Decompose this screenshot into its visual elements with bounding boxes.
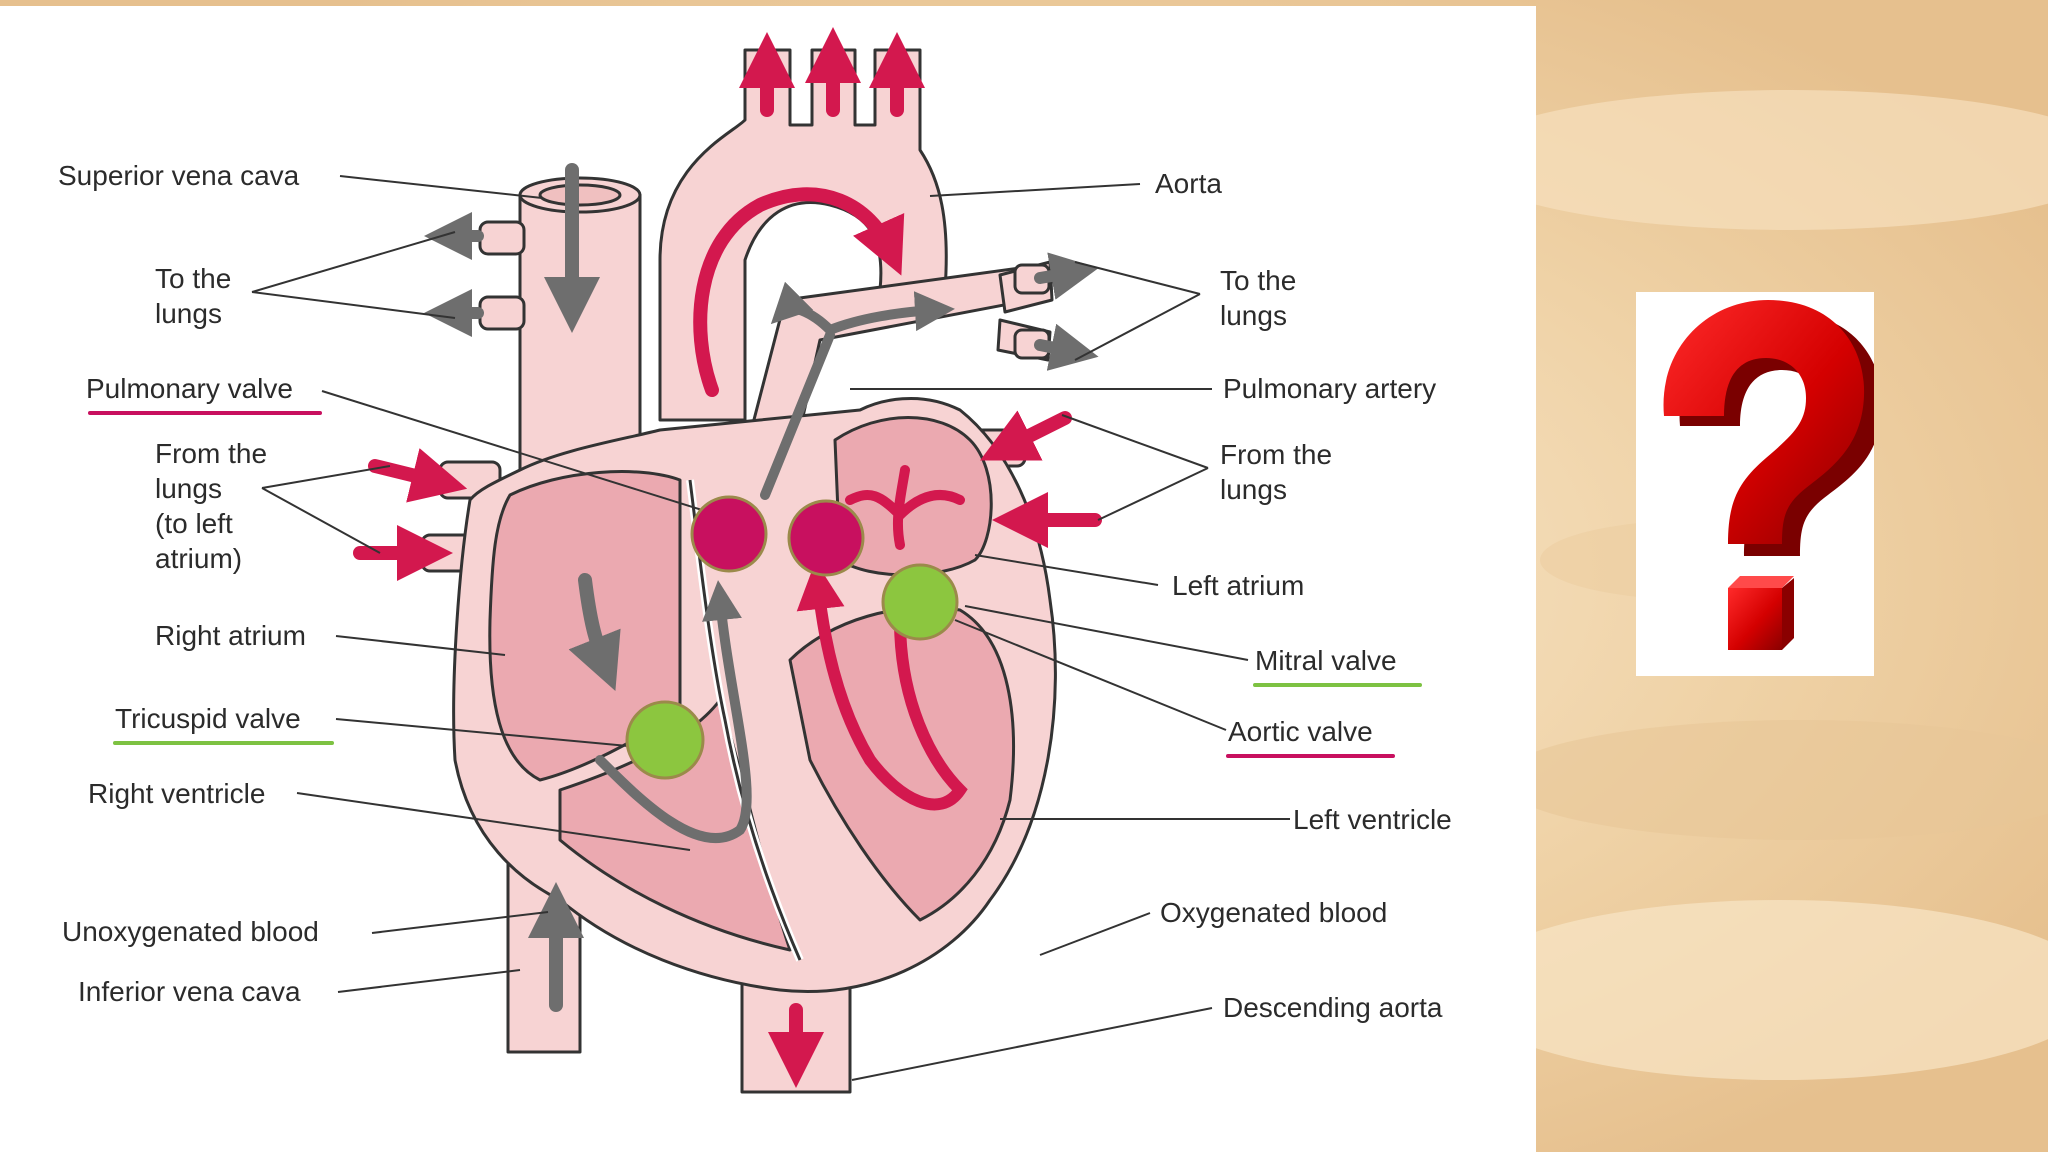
red-flow-arrow — [796, 561, 968, 811]
tricuspid-valve-marker — [625, 700, 705, 780]
label-mitral-valve: Mitral valve — [1255, 645, 1397, 676]
pulmonary-stub — [478, 220, 526, 256]
question-mark-card — [1636, 292, 1883, 676]
red-flow-arrow — [845, 490, 965, 523]
gray-flow-arrow — [1034, 252, 1099, 300]
label-unoxygenated-blood: Unoxygenated blood — [62, 916, 319, 947]
label-aortic-valve: Aortic valve — [1228, 716, 1373, 747]
label-underlines — [88, 411, 1422, 758]
label-pulmonary-valve: Pulmonary valve — [86, 373, 293, 404]
leader-lines — [251, 175, 1290, 1081]
mitral-valve-marker — [881, 563, 959, 641]
question-mark-icon — [1663, 300, 1883, 650]
pulmonary-stub — [478, 295, 526, 331]
labels: Superior vena cava To the lungs Pulmonar… — [58, 160, 1452, 1023]
label-pulmonary-artery: Pulmonary artery — [1223, 373, 1436, 404]
red-flow-arrow — [693, 187, 905, 397]
aortic-valve-marker — [787, 499, 865, 577]
label-oxygenated-blood: Oxygenated blood — [1160, 897, 1387, 928]
gray-flow-arrow — [595, 580, 752, 843]
label-to-the-lungs-left-line2: lungs — [155, 298, 222, 329]
valve-markers — [625, 495, 959, 780]
label-aorta: Aorta — [1155, 168, 1222, 199]
aortic-arch — [658, 83, 948, 422]
label-left-ventricle: Left ventricle — [1293, 804, 1452, 835]
right-atrium-chamber — [488, 470, 682, 782]
flow-arrows — [353, 27, 1102, 1088]
label-from-the-lungs-left-line3: (to left — [155, 508, 233, 539]
gray-flow-arrow — [568, 573, 621, 691]
gray-flow-arrow — [825, 291, 955, 335]
red-flow-arrow — [979, 410, 1072, 461]
label-from-the-lungs-left-line2: lungs — [155, 473, 222, 504]
label-to-the-lungs-left-line1: To the — [155, 263, 231, 294]
label-tricuspid-valve: Tricuspid valve — [115, 703, 301, 734]
gray-flow-arrow — [770, 281, 835, 335]
label-right-atrium: Right atrium — [155, 620, 306, 651]
heart-diagram: Superior vena cava To the lungs Pulmonar… — [58, 27, 1452, 1094]
label-to-the-lungs-right-line1: To the — [1220, 265, 1296, 296]
diagram-panel: Superior vena cava To the lungs Pulmonar… — [0, 6, 1536, 1152]
label-to-the-lungs-right-line2: lungs — [1220, 300, 1287, 331]
gray-flow-arrow — [760, 330, 835, 500]
label-inferior-vena-cava: Inferior vena cava — [78, 976, 301, 1007]
pulmonary-valve-marker — [690, 495, 768, 573]
label-right-ventricle: Right ventricle — [88, 778, 265, 809]
gray-flow-arrow — [1034, 323, 1099, 371]
label-from-the-lungs-left-line4: atrium) — [155, 543, 242, 574]
label-left-atrium: Left atrium — [1172, 570, 1304, 601]
label-from-the-lungs-right-line2: lungs — [1220, 474, 1287, 505]
label-superior-vena-cava: Superior vena cava — [58, 160, 300, 191]
label-from-the-lungs-left-line1: From the — [155, 438, 267, 469]
red-flow-arrow — [368, 448, 468, 503]
label-descending-aorta: Descending aorta — [1223, 992, 1443, 1023]
label-from-the-lungs-right-line1: From the — [1220, 439, 1332, 470]
